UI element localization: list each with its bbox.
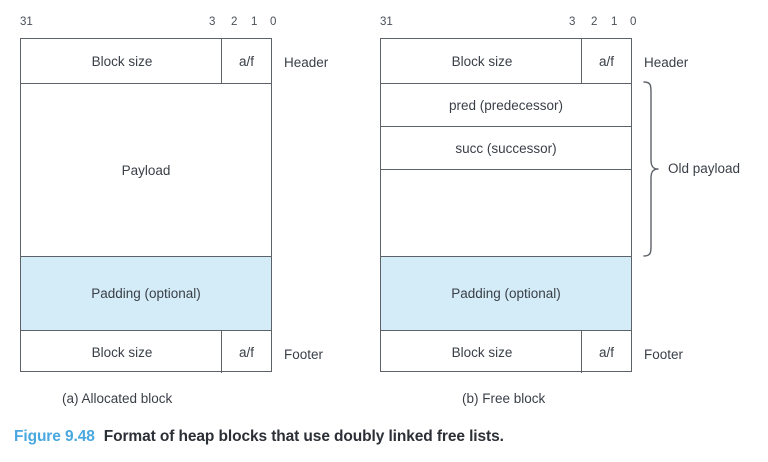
bit-label-row-free: 31 3 2 1 0 <box>380 10 636 28</box>
side-label-header-allocated: Header <box>284 55 329 70</box>
figure-caption: Figure 9.48 Format of heap blocks that us… <box>14 428 504 446</box>
cell-padding-free: Padding (optional) <box>381 256 631 330</box>
old-payload-brace <box>640 80 664 258</box>
figure-caption-text: Format of heap blocks that use doubly li… <box>103 428 504 445</box>
side-label-footer-allocated: Footer <box>284 347 324 362</box>
cell-succ-free: succ (successor) <box>381 126 631 169</box>
bit-label-3: 3 <box>569 16 576 28</box>
side-label-header-free: Header <box>644 55 689 70</box>
bit-label-2: 2 <box>591 16 598 28</box>
side-label-footer-free: Footer <box>644 347 684 362</box>
footer-af-label: a/f <box>221 331 271 373</box>
subcaption-free-block: (b) Free block <box>462 391 546 406</box>
header-af-label: a/f <box>581 39 631 83</box>
figure-number: Figure 9.48 <box>14 428 95 445</box>
header-block-size-label: Block size <box>91 53 153 69</box>
bit-label-31: 31 <box>20 16 33 28</box>
cell-old-payload-remainder-free <box>381 169 631 256</box>
cell-header-free: Block size a/f <box>381 39 631 83</box>
cell-pred-free: pred (predecessor) <box>381 83 631 126</box>
cell-header-allocated: Block size a/f <box>21 39 271 83</box>
bit-label-row-allocated: 31 3 2 1 0 <box>20 10 276 28</box>
bit-label-0: 0 <box>630 16 637 28</box>
header-af-label: a/f <box>221 39 271 83</box>
cell-payload-allocated: Payload <box>21 83 271 256</box>
subcaption-allocated-block: (a) Allocated block <box>62 391 173 406</box>
bit-label-1: 1 <box>251 16 258 28</box>
brace-icon <box>643 81 659 257</box>
bit-label-0: 0 <box>270 16 277 28</box>
brace-label-old-payload: Old payload <box>668 161 741 176</box>
cell-padding-allocated: Padding (optional) <box>21 256 271 330</box>
cell-footer-allocated: Block size a/f <box>21 330 271 373</box>
bit-label-3: 3 <box>209 16 216 28</box>
footer-block-size-label: Block size <box>91 344 153 360</box>
block-stack-allocated: Block size a/f Payload Padding (optional… <box>20 38 272 373</box>
footer-block-size-label: Block size <box>451 344 513 360</box>
bit-label-1: 1 <box>611 16 618 28</box>
bit-label-31: 31 <box>380 16 393 28</box>
footer-af-label: a/f <box>581 331 631 373</box>
header-block-size-label: Block size <box>451 53 513 69</box>
bit-label-2: 2 <box>231 16 238 28</box>
cell-footer-free: Block size a/f <box>381 330 631 373</box>
block-stack-free: Block size a/f pred (predecessor) succ (… <box>380 38 632 373</box>
